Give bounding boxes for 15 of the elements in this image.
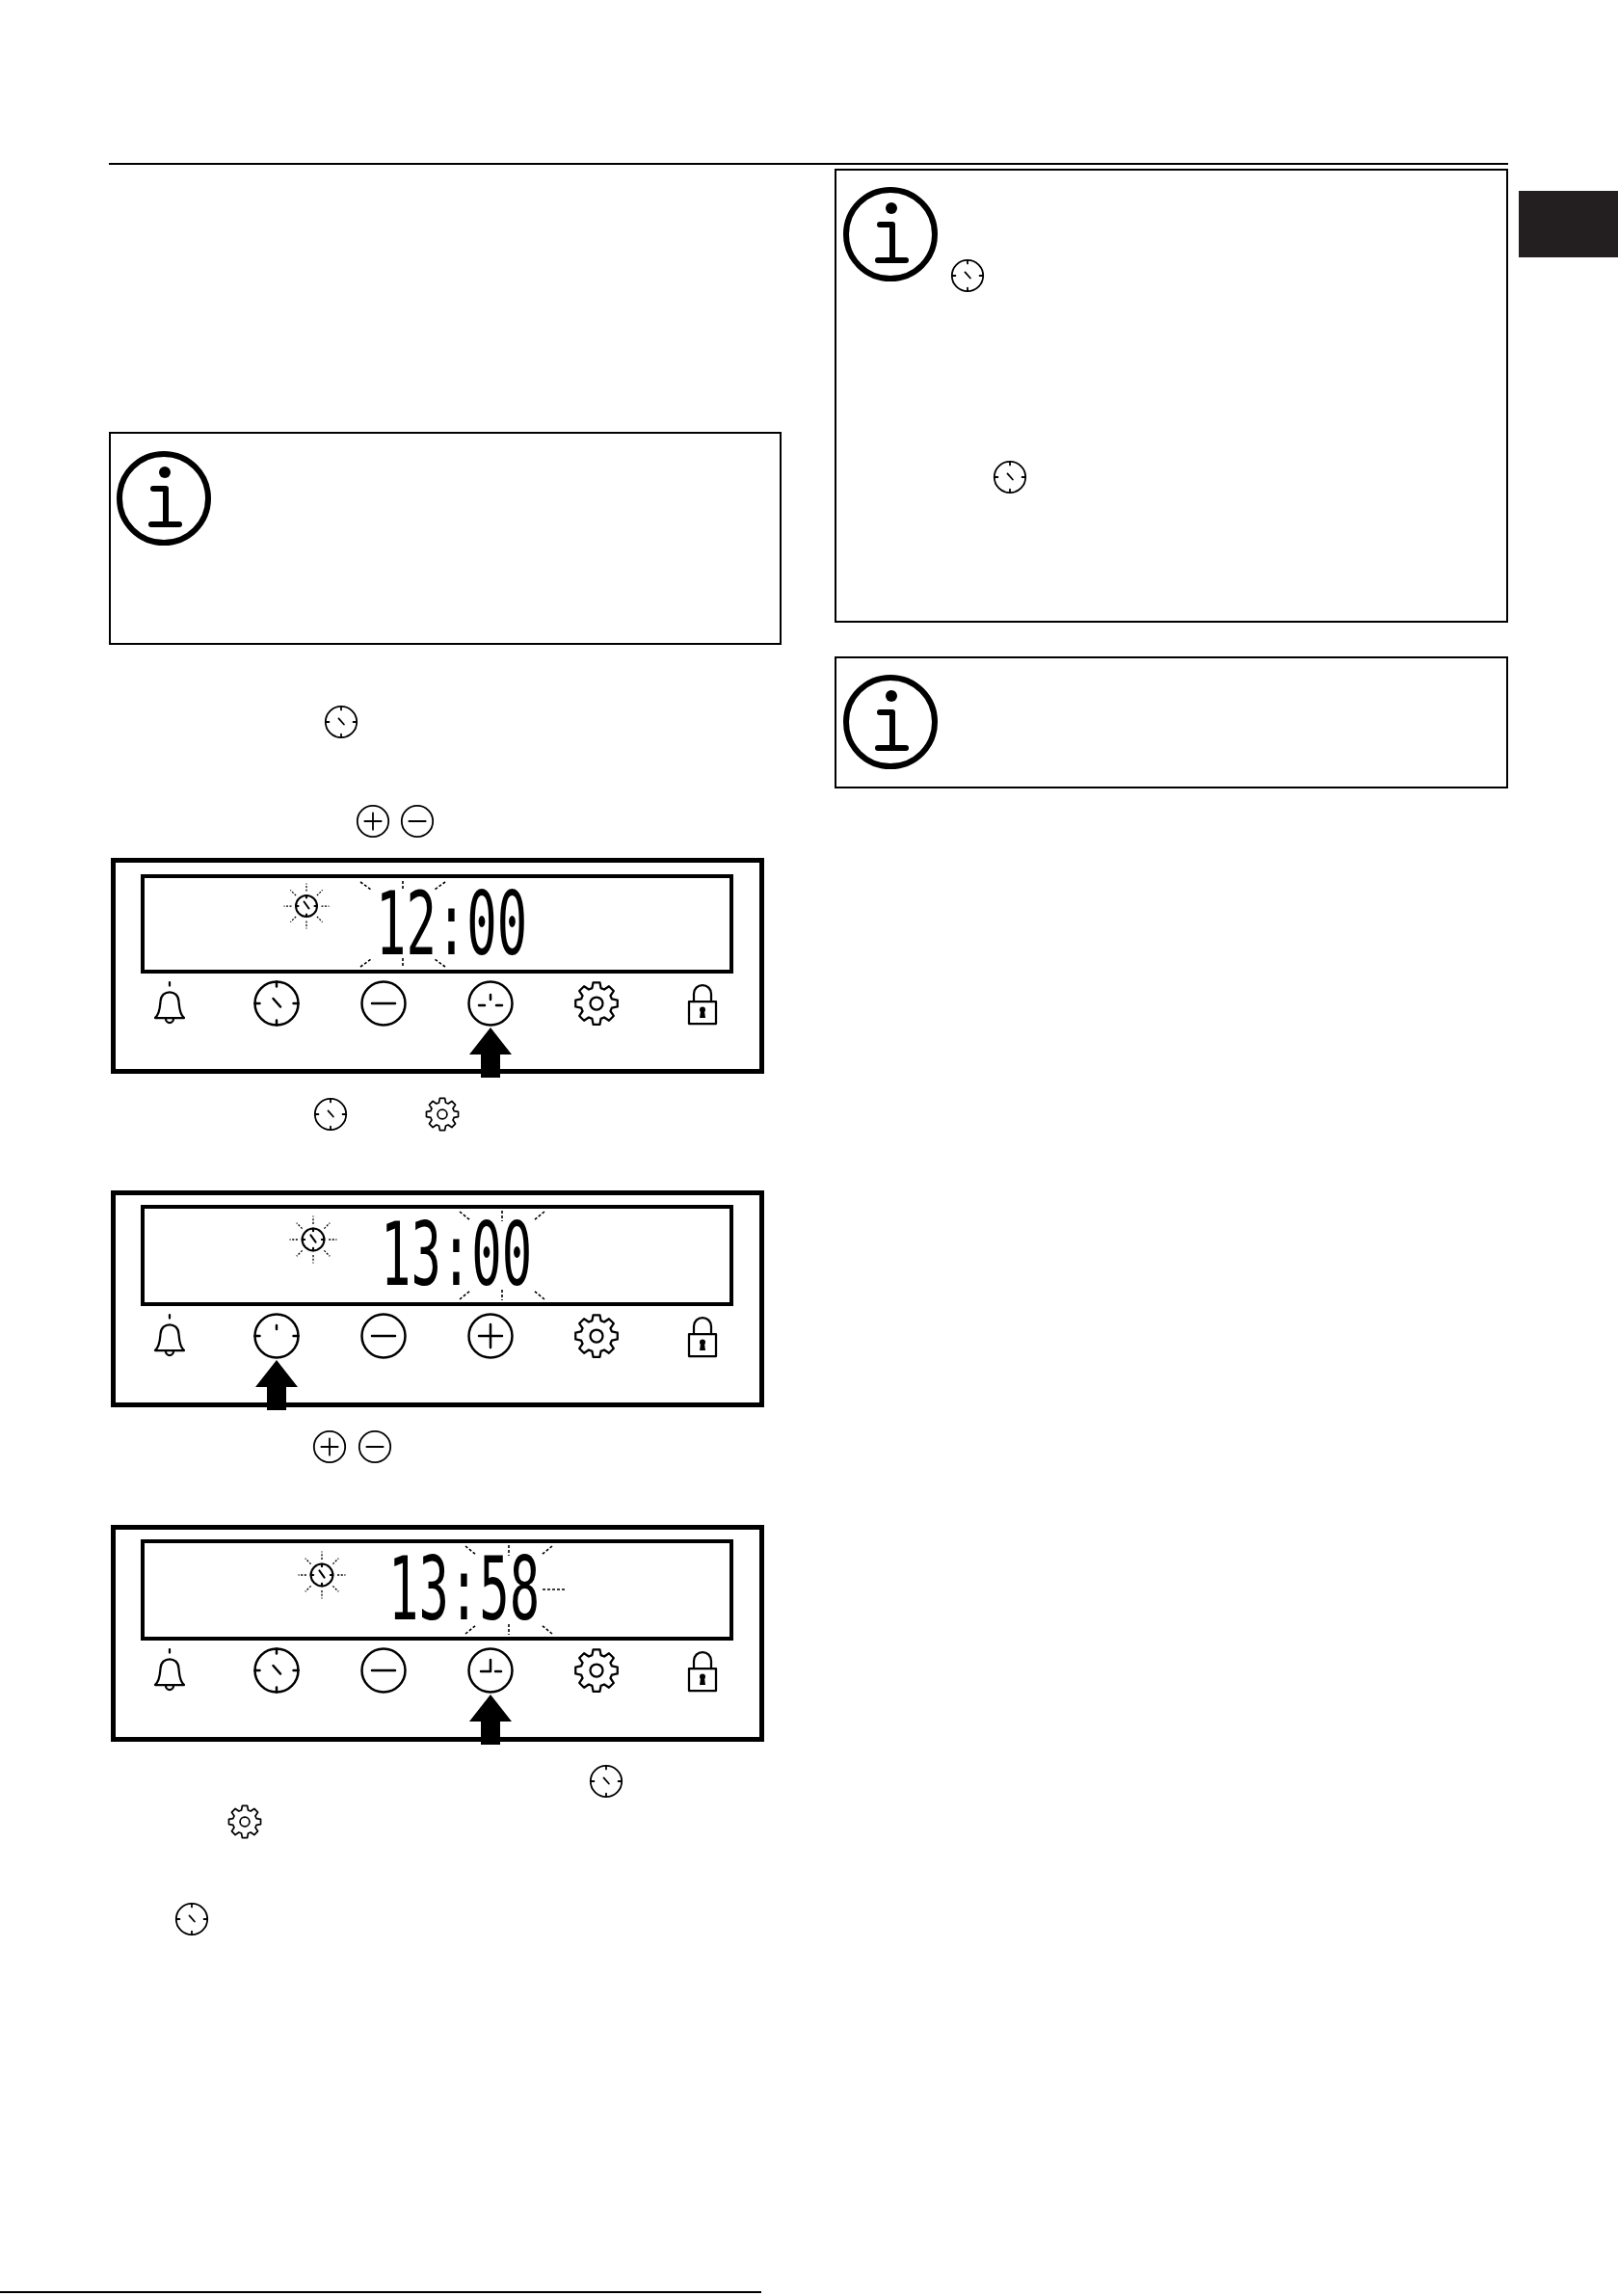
control-panel (111, 1525, 764, 1742)
dial-icon (252, 1312, 301, 1360)
pointer-arrow (469, 1028, 512, 1078)
display-screen (141, 874, 733, 974)
control-panel (111, 1190, 764, 1407)
display-screen (141, 1539, 733, 1641)
dial-icon (466, 1646, 515, 1695)
note-box (835, 169, 1508, 623)
pointer-arrow (255, 1360, 298, 1410)
dial-icon (466, 979, 515, 1028)
note-box (109, 432, 782, 645)
pointer-arrow (469, 1695, 512, 1745)
note-box (835, 656, 1508, 788)
display-screen (141, 1205, 733, 1306)
control-panel (111, 858, 764, 1074)
